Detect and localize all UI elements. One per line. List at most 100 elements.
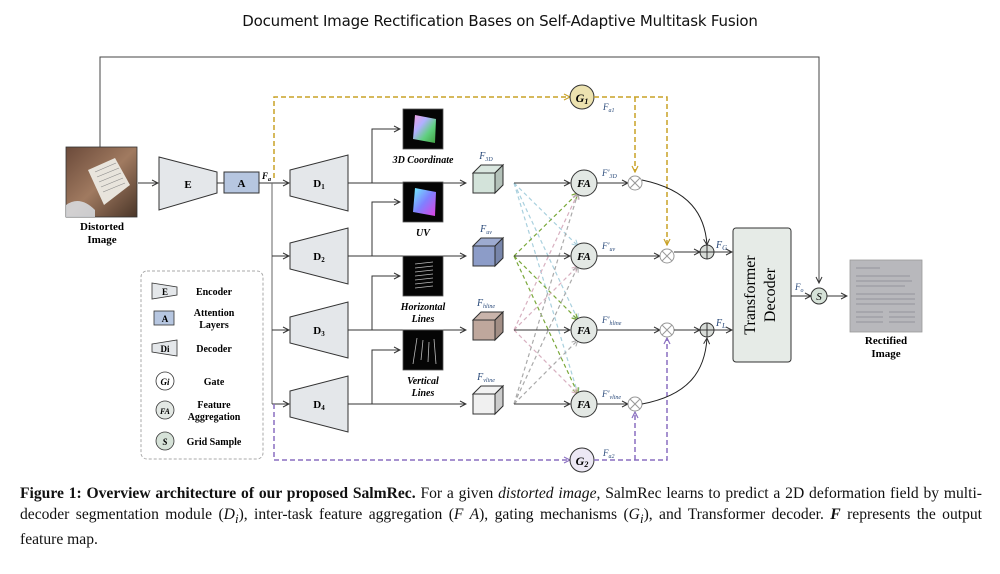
legend-item-4: Gi Gate	[155, 371, 225, 391]
hline-stroke	[414, 273, 434, 277]
cross-task-connection	[513, 193, 578, 257]
legend-label-2: Aggregation	[188, 412, 241, 423]
fg-label: FG	[715, 240, 727, 252]
transformer-label-2: Decoder	[762, 267, 779, 322]
gate2-label: G2	[576, 454, 589, 469]
caption-text: ), and Transformer decoder.	[643, 506, 831, 523]
caption-text: represents the output feature map.	[20, 506, 983, 549]
fprime-label: F'uv	[601, 241, 615, 253]
fo-label: Fo	[794, 282, 804, 294]
caption-math: D	[223, 506, 235, 523]
caption-bold: Figure 1: Overview architecture of our p…	[20, 485, 416, 502]
legend-glyph: E	[162, 287, 168, 297]
decoder-block	[289, 227, 349, 285]
encoder-block	[158, 156, 218, 211]
fa-node-label: FA	[576, 251, 591, 263]
caption-text: ), inter-task feature aggregation (	[238, 506, 454, 523]
caption-math: G	[628, 506, 640, 523]
feature-label: Fuv	[479, 224, 492, 236]
hline-stroke	[414, 285, 434, 289]
cross-task-connection	[513, 182, 578, 394]
grid-sample-label: S	[816, 291, 822, 303]
decoder-block	[289, 301, 349, 359]
feature-label: Fvline	[476, 372, 495, 384]
caption-math-sub: i	[234, 511, 239, 527]
feature-label: Fhline	[476, 298, 495, 310]
distorted-image-label-2: Image	[87, 234, 116, 246]
vline-stroke	[433, 338, 437, 365]
cross-task-connection	[513, 255, 578, 320]
task-output-image	[402, 255, 444, 297]
gate2-output-label: Fa2	[602, 448, 615, 460]
feature-cube	[472, 172, 496, 194]
vline-stroke	[412, 337, 418, 365]
rectified-image	[849, 259, 923, 333]
legend-item-3: Di Decoder	[151, 339, 232, 357]
fprime-label: F'hline	[601, 315, 622, 327]
task-label-2: Lines	[411, 388, 435, 399]
sum-node-global	[699, 244, 715, 260]
fa-row-4: FAF'vline	[514, 389, 643, 418]
task-label: UV	[416, 228, 431, 239]
caption-text: , SalmRec learns to predict a 2D deforma…	[20, 485, 982, 523]
vline-stroke	[420, 339, 424, 361]
legend-glyph: Di	[161, 344, 170, 354]
legend-box	[140, 270, 264, 460]
attention-label: A	[238, 178, 246, 190]
hline-stroke	[414, 277, 434, 281]
fa-row-1: FA F'3D	[514, 168, 643, 197]
legend-glyph: FA	[159, 407, 171, 416]
task-output-image	[402, 181, 444, 223]
distorted-image	[65, 146, 138, 218]
task-uv-map	[413, 188, 436, 216]
hline-stroke	[414, 281, 434, 285]
fprime-label: F'3D	[601, 168, 617, 180]
legend-item-1: E Encoder	[151, 282, 233, 300]
fa-node-label: FA	[576, 178, 591, 190]
rectified-image-label-1: Rectified	[865, 335, 907, 347]
legend-label-2: Layers	[199, 320, 229, 331]
cross-task-connection	[513, 193, 578, 405]
task-label: 3D Coordinate	[392, 155, 454, 166]
legend-glyph: Gi	[161, 377, 170, 387]
encoder-icon	[151, 282, 178, 300]
legend-label: Feature	[197, 400, 231, 411]
feature-cube	[472, 319, 496, 341]
encoder-label: E	[184, 179, 191, 191]
transformer-decoder-block	[732, 227, 792, 363]
fa-node-label: FA	[576, 325, 591, 337]
hline-stroke	[414, 265, 434, 269]
transformer-label-1: Transformer	[742, 255, 759, 335]
legend-glyph: A	[162, 314, 169, 324]
feature-label: F3D	[478, 151, 493, 163]
feature-cube	[472, 245, 496, 267]
task-3d-map	[413, 115, 436, 143]
decoder-block	[289, 154, 349, 212]
distorted-image-label-1: Distorted	[80, 221, 124, 233]
cross-task-connection	[513, 340, 578, 405]
fa-node-label: FA	[576, 399, 591, 411]
architecture-diagram: Distorted Image E A Fa G1 Fa1 G2 Fa2 D13…	[65, 56, 923, 473]
vline-stroke	[427, 341, 430, 363]
gate1-label: G1	[576, 91, 589, 106]
legend-label: Decoder	[196, 344, 232, 355]
cross-task-connection	[513, 266, 578, 405]
gate1-path	[273, 97, 570, 178]
skip-connection-line	[99, 56, 819, 283]
feature-cube	[472, 393, 496, 415]
hline-stroke	[414, 261, 434, 265]
legend-label: Encoder	[196, 287, 233, 298]
legend-label: Gate	[204, 377, 225, 388]
caption-text: ), gating mechanisms (	[479, 506, 629, 523]
cross-task-connection	[513, 182, 578, 246]
decoder-label: D3	[313, 325, 325, 338]
cross-task-connection	[513, 266, 578, 331]
caption-italic: distorted image	[498, 485, 597, 502]
decoder-block	[289, 375, 349, 433]
decoder-label: D4	[313, 399, 325, 412]
fl-label: FL	[715, 318, 726, 330]
